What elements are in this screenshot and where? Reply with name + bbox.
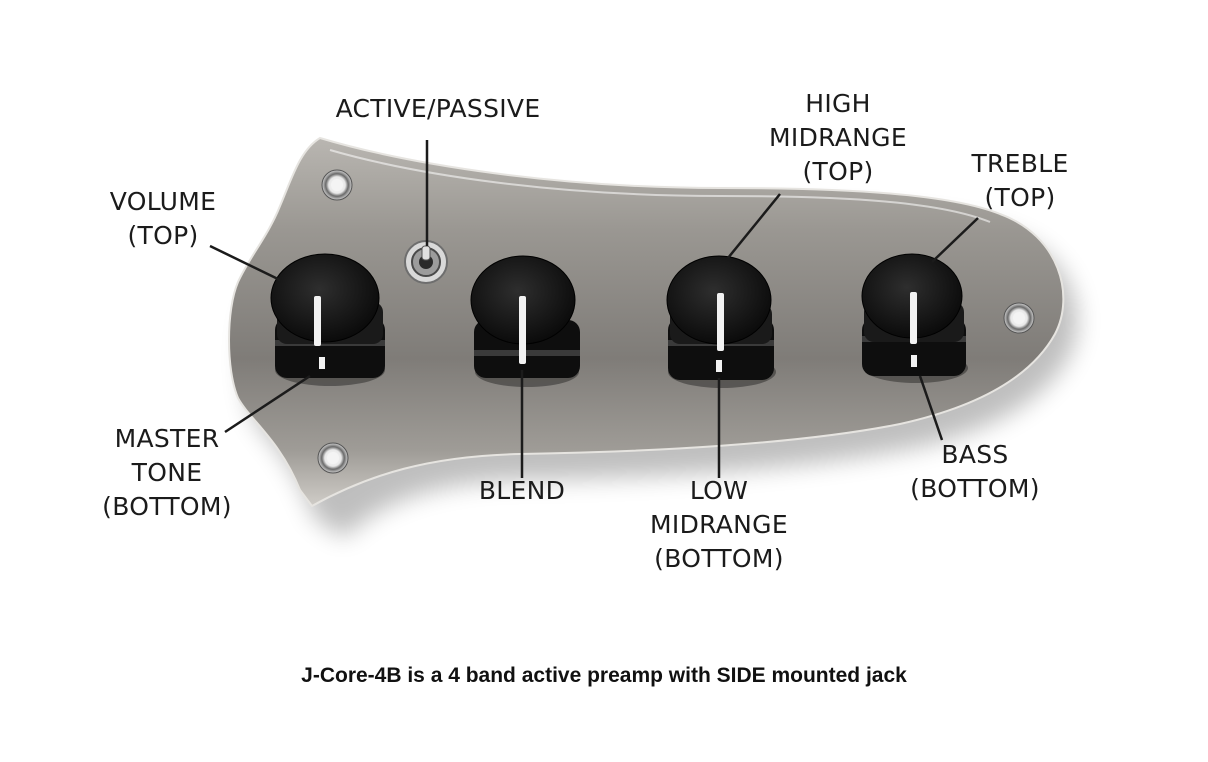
label-master-tone: MASTER TONE (BOTTOM) xyxy=(102,424,232,521)
screw-icon xyxy=(1003,302,1035,334)
screw-icon xyxy=(321,169,353,201)
leader-master-tone xyxy=(224,374,311,434)
leader-high-midrange xyxy=(727,193,781,259)
volume-master-tone-knob[interactable] xyxy=(270,253,385,386)
plate-highlight xyxy=(329,149,991,223)
label-bass: BASS (BOTTOM) xyxy=(910,440,1040,503)
caption: J-Core-4B is a 4 band active preamp with… xyxy=(301,664,907,687)
control-plate-diagram xyxy=(209,136,1078,538)
leader-volume xyxy=(209,244,281,282)
blend-knob[interactable] xyxy=(470,255,580,387)
leader-treble xyxy=(931,217,979,263)
label-high-midrange: HIGH MIDRANGE (TOP) xyxy=(769,89,907,186)
label-active-passive: ACTIVE/PASSIVE xyxy=(335,94,541,123)
leader-bass xyxy=(918,375,944,441)
label-volume: VOLUME (TOP) xyxy=(109,187,217,250)
leader-lines xyxy=(209,140,979,478)
control-plate xyxy=(228,136,1065,508)
label-low-midrange: LOW MIDRANGE (BOTTOM) xyxy=(650,476,788,573)
high-low-midrange-knob[interactable] xyxy=(666,255,776,388)
active-passive-switch[interactable] xyxy=(404,240,448,284)
label-blend: BLEND xyxy=(478,476,566,505)
treble-bass-knob[interactable] xyxy=(861,253,968,383)
screw-icon xyxy=(317,442,349,474)
label-treble: TREBLE (TOP) xyxy=(971,149,1069,212)
